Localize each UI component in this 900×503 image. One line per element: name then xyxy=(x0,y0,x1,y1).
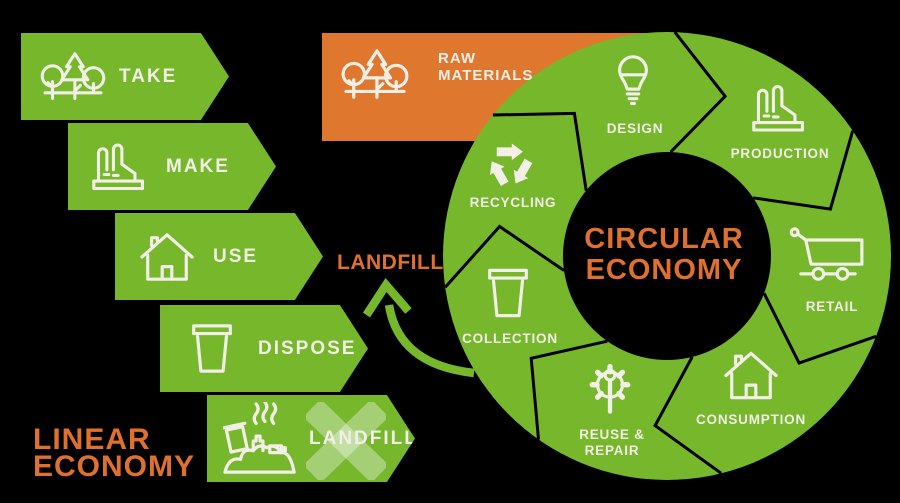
linear-step-use: USE xyxy=(115,213,323,300)
linear-step-landfill: LANDFILL xyxy=(207,395,415,482)
house-icon xyxy=(723,349,779,408)
waste-pile-icon xyxy=(223,401,299,476)
raw-materials-callout: RAW MATERIALS xyxy=(338,47,533,108)
segment-label-consumption: CONSUMPTION xyxy=(695,412,807,427)
house-icon xyxy=(131,230,203,284)
linear-economy-title: LINEAR ECONOMY xyxy=(33,423,196,483)
segment-label-retail: RETAIL xyxy=(805,299,859,314)
linear-step-make: MAKE xyxy=(68,123,276,210)
trees-icon xyxy=(37,50,109,104)
step-label: TAKE xyxy=(119,65,178,87)
lightbulb-icon xyxy=(612,52,654,117)
recycling-icon xyxy=(484,143,536,194)
factory-icon xyxy=(751,83,809,140)
factory-icon xyxy=(84,141,156,193)
ring-segment-separators xyxy=(444,31,877,475)
segment-label-production: PRODUCTION xyxy=(730,146,830,161)
shopping-cart-icon xyxy=(789,226,867,291)
waste-bin-icon xyxy=(485,268,531,325)
step-label: DISPOSE xyxy=(258,337,357,359)
linear-step-dispose: DISPOSE xyxy=(160,305,368,392)
linear-step-take: TAKE xyxy=(21,33,229,120)
step-label: MAKE xyxy=(166,155,230,177)
segment-label-recycling: RECYCLING xyxy=(469,195,557,210)
trees-icon xyxy=(338,47,412,108)
segment-label-collection: COLLECTION xyxy=(462,331,558,346)
circular-economy-title: CIRCULAR ECONOMY xyxy=(584,223,744,286)
segment-label-design: DESIGN xyxy=(606,121,664,136)
landfill-arrow xyxy=(362,277,475,378)
crossed-out-x-icon xyxy=(303,399,389,482)
raw-materials-label: RAW MATERIALS xyxy=(438,50,534,84)
segment-label-reuse-repair: REUSE & REPAIR xyxy=(579,427,645,458)
circular-ring xyxy=(443,32,891,480)
landfill-callout-label: LANDFILL xyxy=(337,251,444,274)
waste-bin-icon xyxy=(176,323,248,375)
gear-wrench-icon xyxy=(586,362,634,423)
step-label: LANDFILL xyxy=(309,427,418,449)
step-label: USE xyxy=(213,245,259,267)
